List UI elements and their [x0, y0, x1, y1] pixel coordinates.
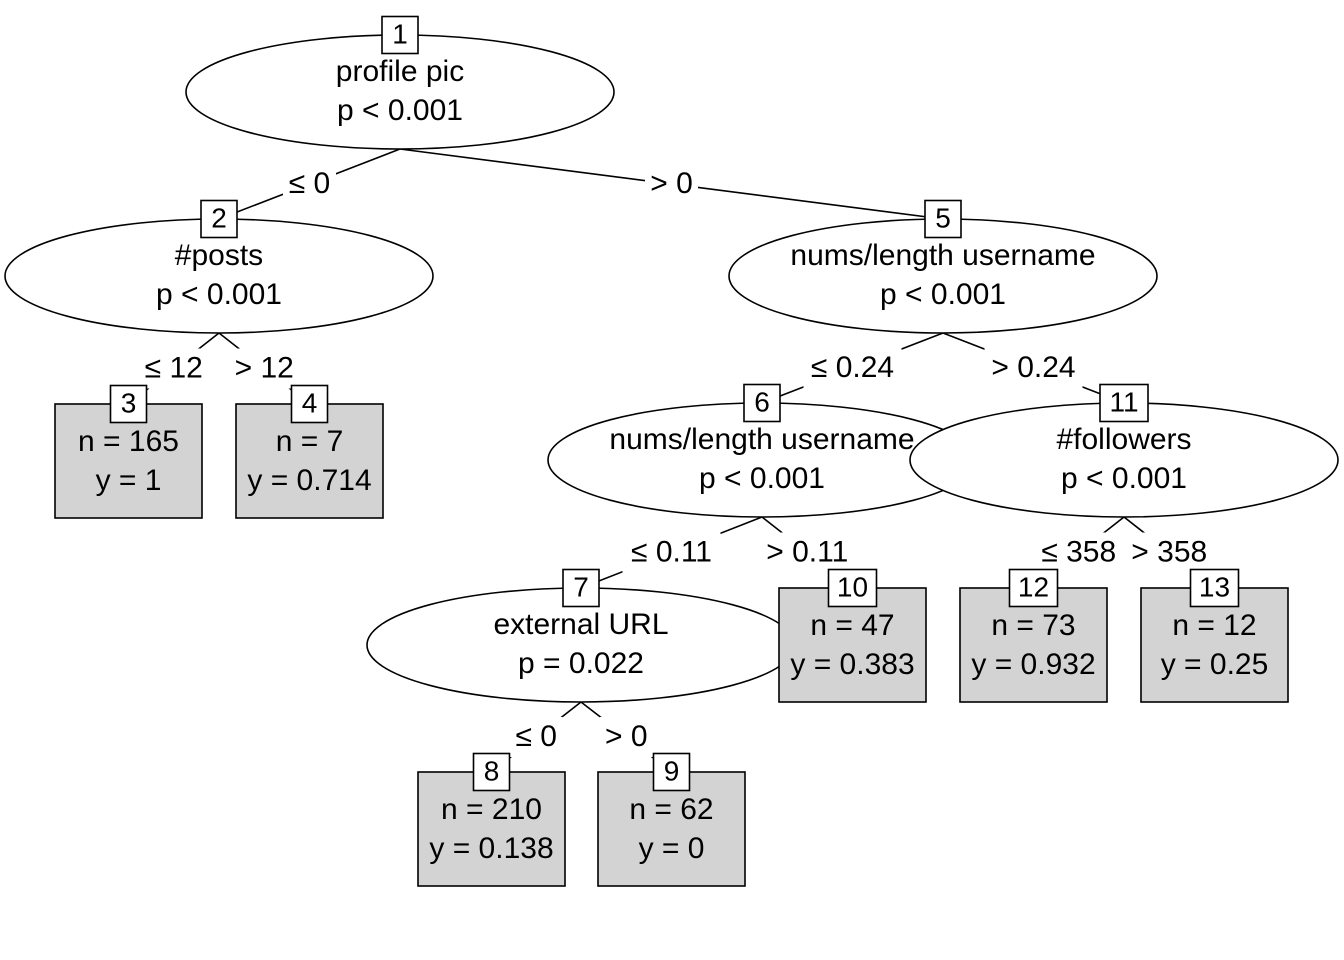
- node-id-box-4: [290, 384, 329, 424]
- leaf-y-3: y = 1: [96, 464, 162, 497]
- leaf-y-8: y = 0.138: [429, 832, 553, 865]
- edge-label-bg-6-7: [622, 532, 721, 573]
- node-id-8: 8: [472, 752, 511, 792]
- edge-label-bg-5-11: [984, 348, 1083, 388]
- leaf-y-4: y = 0.714: [247, 464, 371, 497]
- node-id-box-10: [827, 568, 878, 608]
- node-id-box-2: [200, 199, 238, 239]
- edge-label-11-12: ≤ 358: [1041, 535, 1116, 568]
- node-id-label-7: 7: [573, 571, 589, 602]
- node-id-box-9: [652, 752, 691, 792]
- node-variable-2: #posts: [175, 239, 263, 272]
- node-pvalue-7: p = 0.022: [518, 647, 644, 680]
- leaf-n-4: n = 7: [276, 425, 344, 458]
- edge-label-7-8: ≤ 0: [516, 720, 557, 753]
- node-id-label-11: 11: [1109, 386, 1138, 417]
- edge-label-bg-6-10: [758, 532, 857, 573]
- node-pvalue-1: p < 0.001: [337, 94, 463, 127]
- edge-label-bg-11-12: [1037, 532, 1121, 573]
- edge-label-bg-7-8: [509, 717, 563, 757]
- node-id-10: 10: [827, 568, 878, 608]
- node-pvalue-6: p < 0.001: [699, 462, 825, 495]
- node-id-5: 5: [924, 199, 962, 239]
- node-variable-1: profile pic: [336, 55, 464, 88]
- node-id-box-5: [924, 199, 962, 239]
- edge-label-6-10: > 0.11: [766, 535, 848, 568]
- inner-node-1: profile pic p < 0.001: [185, 34, 615, 150]
- edge-label-bg-1-5: [645, 164, 698, 204]
- node-id-4: 4: [290, 384, 329, 424]
- leaf-n-9: n = 62: [629, 793, 713, 826]
- edges-layer: ≤ 0 > 0 ≤ 12 > 12 ≤ 0.24 > 0.24 ≤ 0.11 > 0.11 ≤ …: [128, 148, 1215, 773]
- node-id-box-13: [1189, 568, 1240, 608]
- node-id-label-10: 10: [837, 571, 868, 602]
- node-id-1: 1: [381, 15, 419, 55]
- edge-label-6-7: ≤ 0.11: [631, 535, 712, 568]
- edge-label-7-9: > 0: [605, 720, 648, 753]
- node-id-2: 2: [200, 199, 238, 239]
- node-id-box-1: [381, 15, 419, 55]
- node-id-box-6: [743, 383, 781, 423]
- leaf-n-12: n = 73: [991, 609, 1075, 642]
- node-id-label-13: 13: [1199, 571, 1230, 602]
- node-id-box-12: [1008, 568, 1059, 608]
- edge-label-1-5: > 0: [650, 167, 693, 200]
- inner-node-2: #posts p < 0.001: [4, 218, 434, 334]
- node-id-box-11: [1099, 383, 1149, 423]
- leaf-y-13: y = 0.25: [1161, 648, 1269, 681]
- edge-label-11-13: > 358: [1131, 535, 1207, 568]
- edge-label-bg-2-4: [230, 348, 299, 389]
- edge-label-2-3: ≤ 12: [145, 351, 203, 384]
- leaf-n-13: n = 12: [1172, 609, 1256, 642]
- edge-label-1-2: ≤ 0: [289, 167, 330, 200]
- node-id-label-1: 1: [392, 18, 408, 49]
- node-id-label-3: 3: [121, 387, 137, 418]
- node-id-3: 3: [109, 384, 148, 424]
- node-id-label-12: 12: [1018, 571, 1049, 602]
- edge-label-2-4: > 12: [235, 351, 294, 384]
- node-variable-5: nums/length username: [790, 239, 1095, 272]
- node-id-box-8: [472, 752, 511, 792]
- node-id-12: 12: [1008, 568, 1059, 608]
- node-id-label-9: 9: [664, 755, 680, 786]
- edge-label-5-11: > 0.24: [991, 351, 1075, 384]
- node-id-label-4: 4: [302, 387, 318, 418]
- node-pvalue-5: p < 0.001: [880, 278, 1006, 311]
- node-id-label-8: 8: [484, 755, 500, 786]
- node-id-box-7: [562, 568, 600, 608]
- node-id-label-2: 2: [211, 202, 227, 233]
- node-id-6: 6: [743, 383, 781, 423]
- node-pvalue-11: p < 0.001: [1061, 462, 1187, 495]
- node-id-label-6: 6: [754, 386, 770, 417]
- leaf-n-3: n = 165: [78, 425, 179, 458]
- node-id-label-5: 5: [935, 202, 951, 233]
- node-id-13: 13: [1189, 568, 1240, 608]
- edge-label-bg-1-2: [283, 164, 336, 204]
- node-variable-11: #followers: [1056, 423, 1191, 456]
- leaf-n-10: n = 47: [810, 609, 894, 642]
- leaf-n-8: n = 210: [441, 793, 542, 826]
- leaf-y-10: y = 0.383: [790, 648, 914, 681]
- node-id-9: 9: [652, 752, 691, 792]
- node-variable-7: external URL: [493, 608, 668, 641]
- edge-label-5-6: ≤ 0.24: [811, 351, 894, 384]
- edge-label-bg-11-13: [1127, 532, 1211, 573]
- node-id-11: 11: [1099, 383, 1149, 423]
- node-id-box-3: [109, 384, 148, 424]
- edge-label-bg-2-3: [139, 348, 208, 389]
- edge-label-bg-7-9: [599, 717, 653, 757]
- leaf-y-12: y = 0.932: [971, 648, 1095, 681]
- edge-label-bg-5-6: [803, 348, 902, 388]
- node-id-7: 7: [562, 568, 600, 608]
- leaf-y-9: y = 0: [639, 832, 705, 865]
- inner-node-6: nums/length username p < 0.001: [547, 402, 977, 518]
- inner-node-5: nums/length username p < 0.001: [728, 218, 1158, 334]
- node-pvalue-2: p < 0.001: [156, 278, 282, 311]
- node-variable-6: nums/length username: [609, 423, 914, 456]
